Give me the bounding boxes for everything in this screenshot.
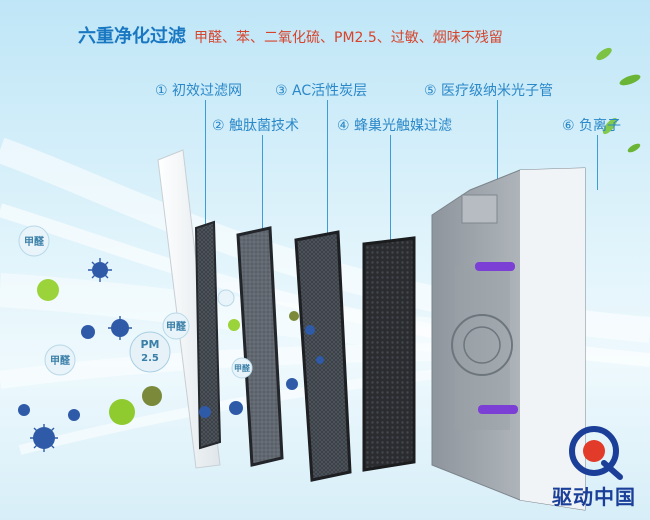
purifier-side-panel (520, 168, 585, 510)
honeycomb-filter (362, 236, 416, 472)
pollen-ball (37, 279, 59, 301)
pm25-bubble: PM 2.5 (129, 331, 171, 373)
stage-label-1: ① 初效过滤网 (155, 83, 243, 99)
particle-label: 甲醛 (50, 354, 71, 367)
brand-watermark: 驱动中国 (552, 425, 636, 510)
bacteria-icon (286, 378, 298, 390)
stage-label-3: ③ AC活性炭层 (275, 83, 368, 99)
watermark-text: 驱动中国 (552, 485, 636, 509)
carbon-filter (294, 230, 352, 482)
leaf-icon (596, 47, 641, 153)
bacteria-icon (142, 386, 162, 406)
stage-label-6: ⑥ 负离子 (562, 118, 622, 134)
page-subtitle: 甲醛、苯、二氧化硫、PM2.5、过敏、烟味不残留 (194, 30, 503, 46)
leader-line-6 (597, 135, 598, 190)
leader-line-4 (390, 135, 391, 245)
particle-label: 甲醛 (234, 363, 251, 373)
pm-label-top: PM (140, 338, 159, 351)
leader-line-2 (262, 135, 263, 235)
bacteria-icon (18, 404, 30, 416)
brand-logo-icon (569, 426, 623, 480)
bacteria-icon (316, 356, 324, 364)
bacteria-icon (33, 427, 55, 449)
formaldehyde-bubble: 甲醛 (18, 225, 50, 257)
bacteria-icon (111, 319, 129, 337)
headline: 六重净化过滤 甲醛、苯、二氧化硫、PM2.5、过敏、烟味不残留 (78, 22, 503, 48)
stage-label-4: ④ 蜂巢光触媒过滤 (337, 118, 453, 134)
leader-line-1 (205, 100, 206, 228)
page-title: 六重净化过滤 (78, 26, 186, 47)
bacteria-icon (289, 311, 299, 321)
bacteria-icon (68, 409, 80, 421)
particle-label: 甲醛 (166, 320, 187, 333)
bacteria-icon (229, 401, 243, 415)
pm-label-bottom: 2.5 (141, 353, 159, 364)
pollen-ball (109, 399, 135, 425)
uv-lamp-top (475, 262, 515, 271)
antibacterial-filter (236, 226, 284, 467)
formaldehyde-bubble: 甲醛 (162, 312, 190, 340)
stage-label-2: ② 触肽菌技术 (212, 118, 300, 134)
bacteria-icon (305, 325, 315, 335)
uv-lamp-bottom (478, 405, 518, 414)
formaldehyde-bubble (217, 289, 235, 307)
bacteria-icon (81, 325, 95, 339)
bacteria-icon (199, 406, 211, 418)
pollen-ball (228, 319, 240, 331)
bacteria-icon (92, 262, 108, 278)
stage-label-5: ⑤ 医疗级纳米光子管 (424, 83, 554, 99)
particle-label: 甲醛 (24, 235, 45, 248)
leader-line-3 (327, 100, 328, 242)
formaldehyde-bubble: 甲醛 (231, 357, 253, 379)
primary-filter (194, 220, 222, 450)
formaldehyde-bubble: 甲醛 (44, 344, 76, 376)
